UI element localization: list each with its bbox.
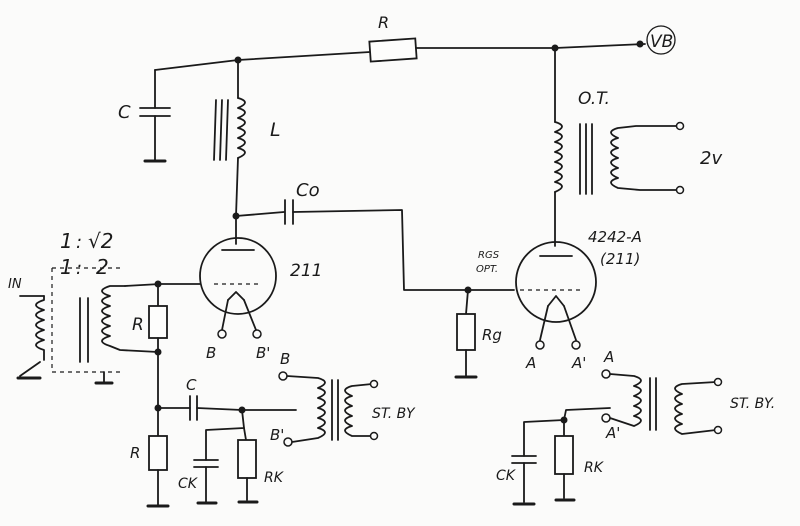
terminal-b-prime [252, 329, 262, 339]
st-terminal-b-prime [283, 437, 293, 447]
terminal-a-label: A [525, 354, 536, 372]
st-terminal-b [278, 371, 288, 381]
st-term-a-label: A [603, 348, 614, 366]
st-core-right [649, 377, 657, 431]
ck-wire [205, 409, 245, 461]
ratio1-sep: : [76, 232, 82, 253]
rg-resistor [456, 313, 476, 351]
rg-wire [465, 289, 469, 315]
st-secondary-coil-left [344, 383, 373, 437]
terminal-b [217, 329, 227, 339]
ratio1-b: √2 [88, 229, 113, 253]
left-tube-label: 211 [290, 261, 322, 281]
ot-terminal [675, 185, 685, 195]
ratio2-a: 1 [60, 255, 73, 279]
st-core-left [331, 379, 339, 441]
right-tube-alt-label: (211) [600, 250, 640, 268]
left-tube-filament [227, 291, 245, 301]
coupling-cap-label: Co [296, 180, 320, 201]
st-terminal [369, 379, 379, 389]
top-resistor [368, 37, 418, 63]
supply-cap-label: C [118, 102, 131, 123]
rgs-label: RGS [478, 250, 500, 261]
ot-label: O.T. [578, 89, 610, 109]
ratio1-a: 1 [60, 229, 73, 253]
rk-right-label: RK [584, 460, 605, 476]
opt-label: OPT. [476, 264, 498, 275]
input-ground-wire [19, 361, 41, 377]
input-transformer-shield [51, 267, 124, 373]
st-terminal [713, 377, 723, 387]
supply-capacitor [139, 107, 171, 117]
right-tube-model-label: 4242-A [588, 228, 642, 246]
ot-secondary-coil [610, 125, 679, 191]
ot-primary-coil [554, 121, 563, 193]
bias-capacitor [189, 395, 198, 421]
ck-right-label: CK [496, 468, 517, 484]
right-tube-filament-leads [539, 305, 577, 341]
ck-capacitor-right [511, 455, 537, 464]
standby-right-label: ST. BY. [730, 396, 775, 412]
terminal-b-label: B [206, 344, 216, 362]
lower-res-label: R [130, 444, 140, 462]
top-rail-right-wire [415, 43, 646, 49]
supply-terminal-circle [646, 25, 676, 55]
standby-left-label: ST. BY [372, 406, 416, 422]
ot-output-label: 2v [700, 148, 722, 169]
supply-label: VB [650, 32, 673, 52]
input-transformer-core [79, 297, 89, 363]
input-primary-coil [35, 295, 45, 361]
st-primary-coil-right [609, 373, 642, 427]
st-secondary-coil-right [674, 381, 717, 435]
choke-label: L [270, 119, 281, 141]
left-tube-filament-leads [221, 299, 257, 331]
bias-cap-label: C [186, 376, 197, 394]
st-terminal [369, 431, 379, 441]
ot-terminal [675, 121, 685, 131]
grid-resistor [148, 305, 168, 339]
input-secondary-coil [101, 285, 159, 353]
top-resistor-label: R [378, 13, 389, 32]
st-terminal-a-prime [601, 413, 611, 423]
rk-resistor-left [237, 439, 257, 479]
terminal-b-prime-label: B' [256, 344, 270, 362]
left-tube-envelope [199, 237, 277, 315]
choke-inductor [237, 97, 246, 159]
grid-res-label: R [132, 315, 144, 335]
st-primary-coil-left [286, 375, 326, 443]
rg-label: Rg [482, 326, 502, 344]
st-terminal [713, 425, 723, 435]
ck-capacitor-left [193, 459, 219, 468]
junction-dot [636, 40, 644, 48]
terminal-a [535, 340, 545, 350]
right-tube-envelope [515, 241, 597, 323]
grid-wire [124, 283, 201, 287]
lower-resistor [148, 435, 168, 471]
st-term-b-prime-label: B' [270, 426, 284, 444]
terminal-a-prime [571, 340, 581, 350]
ot-core [579, 123, 593, 195]
ratio2-sep: : [76, 258, 82, 279]
st-term-a-prime-label: A' [605, 424, 620, 442]
input-label: IN [8, 277, 22, 292]
ratio2-b: 2 [96, 255, 109, 279]
top-rail-left-wire [154, 51, 371, 71]
rk-wire [243, 427, 247, 441]
bias-wire [196, 407, 243, 411]
st-term-b-label: B [280, 350, 290, 368]
rk-resistor-right [554, 435, 574, 475]
choke-wire [235, 157, 239, 217]
coupling-capacitor [284, 199, 294, 225]
coupling-wire [292, 209, 515, 291]
choke-core [213, 99, 229, 161]
st-terminal-a [601, 369, 611, 379]
rk-left-label: RK [264, 470, 285, 486]
ck-right-wire [523, 419, 565, 457]
ck-left-label: CK [178, 476, 199, 492]
right-tube-filament [547, 295, 565, 307]
coupling-wire [235, 211, 285, 217]
terminal-a-prime-label: A' [571, 354, 586, 372]
